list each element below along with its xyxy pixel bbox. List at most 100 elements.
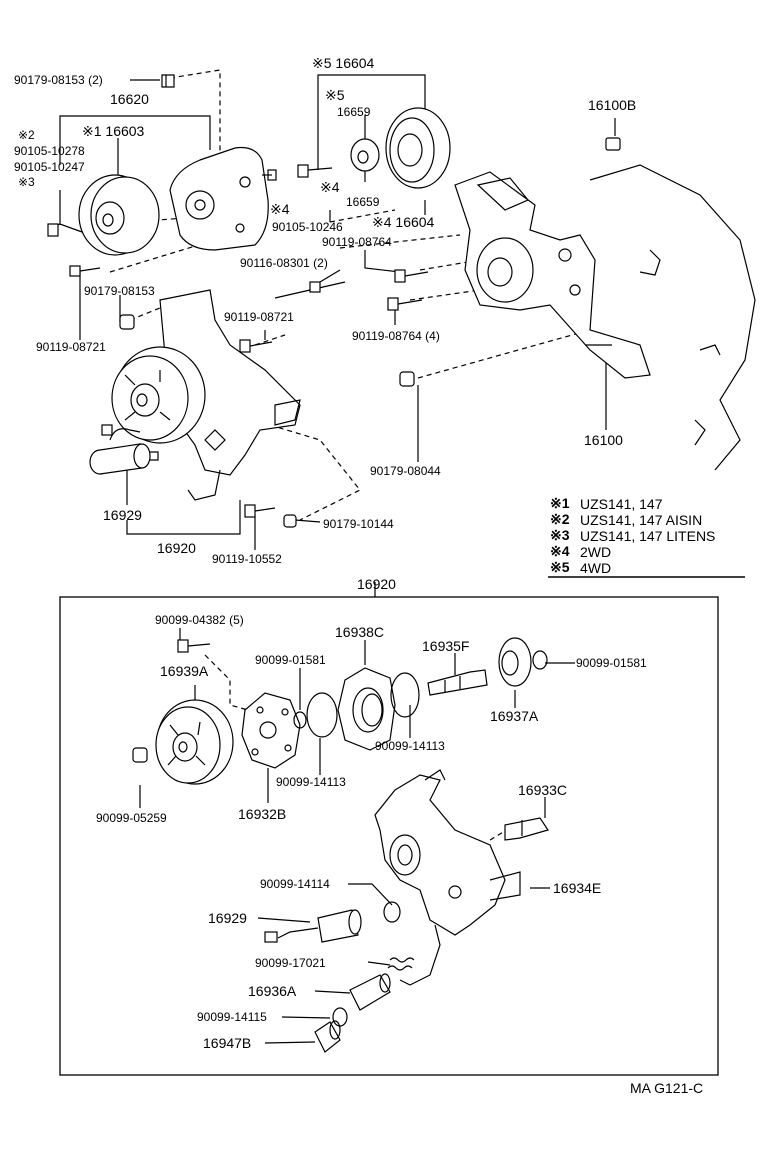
label-16604-bottom: ※4 16604 [372, 214, 435, 230]
legend-mark-1: ※1 [550, 495, 570, 511]
label-16929-upper: 16929 [103, 507, 142, 523]
label-90099-04382: 90099-04382 (5) [155, 613, 244, 627]
valve-16936A-icon [349, 973, 391, 1011]
box-title-16920: 16920 [357, 576, 396, 592]
nut-top-icon [161, 74, 175, 88]
shaft-16935F-icon [427, 669, 488, 696]
exploded-view-box [59, 596, 719, 1076]
box-leader-lines [139, 628, 575, 1044]
label-90179-08044: 90179-08044 [370, 464, 441, 478]
rotor-16932B-icon [241, 692, 301, 769]
legend-text-1: UZS141, 147 [580, 496, 663, 512]
label-16934E: 16934E [553, 880, 602, 896]
label-90179-08153: 90179-08153 [84, 284, 155, 298]
bolt-90119-08764-icon [387, 269, 429, 311]
idler-pulley-icon [78, 174, 160, 256]
label-16935F: 16935F [422, 638, 470, 654]
legend-text-4: 2WD [580, 544, 612, 560]
label-90179-08153-2: 90179-08153 (2) [14, 73, 103, 87]
bolt-90105-10246-icon [297, 164, 333, 178]
label-mark-3: ※3 [18, 175, 35, 189]
label-16929-lower: 16929 [208, 910, 247, 926]
label-16932B: 16932B [238, 806, 287, 822]
label-16604-top: ※5 16604 [312, 55, 375, 71]
solenoid-16929-upper-icon [89, 424, 159, 475]
o-ring-90099-14114-icon [383, 901, 401, 923]
label-16920-upper: 16920 [157, 540, 196, 556]
legend-text-3: UZS141, 147 LITENS [580, 528, 716, 544]
legend-mark-3: ※3 [550, 527, 570, 543]
washer-16659-icon [350, 138, 380, 172]
pump-assembly-upper-icon [111, 289, 301, 501]
bolt-90119-08721b-icon [239, 339, 273, 353]
label-90099-05259: 90099-05259 [96, 811, 167, 825]
bolt-90119-08721-icon [69, 265, 101, 277]
plug-16947B-icon [314, 1020, 341, 1053]
legend-text-2: UZS141, 147 AISIN [580, 512, 703, 528]
label-90099-17021: 90099-17021 [255, 956, 326, 970]
label-90119-08764: 90119-08764 [322, 235, 392, 249]
label-16100B: 16100B [588, 97, 637, 113]
label-90119-08721-left: 90119-08721 [36, 340, 106, 354]
label-90105-10278: 90105-10278 [14, 144, 85, 158]
label-16100: 16100 [584, 432, 623, 448]
label-90179-10144: 90179-10144 [323, 517, 394, 531]
label-90099-01581-left: 90099-01581 [255, 653, 326, 667]
label-16620: 16620 [110, 91, 149, 107]
o-ring-90099-01581-left-icon [293, 711, 307, 729]
bracket-16933C-icon [504, 817, 549, 841]
o-ring-90099-14113-right-icon [390, 672, 420, 718]
bolt-90119-10552-icon [244, 504, 276, 518]
label-90119-10552: 90119-10552 [212, 552, 282, 566]
label-90099-14115: 90099-14115 [197, 1010, 267, 1024]
label-16938C: 16938C [335, 624, 385, 640]
bolt-90105-icon [47, 223, 83, 237]
water-pump-housing-icon [454, 171, 651, 379]
label-90119-08721-right: 90119-08721 [224, 310, 294, 324]
pulley-16939A-icon [155, 699, 234, 785]
legend-mark-5: ※5 [550, 559, 570, 575]
label-90099-14113-left: 90099-14113 [276, 775, 346, 789]
nut-90099-05259-icon [132, 747, 148, 763]
label-90105-10246: 90105-10246 [272, 220, 343, 234]
pump-body-lower-icon [374, 769, 521, 986]
dowel-16100B-icon [605, 137, 621, 151]
label-mark-4b: ※4 [270, 201, 290, 217]
label-16936A: 16936A [248, 983, 297, 999]
housing-16938C-icon [337, 667, 396, 751]
pulley-16604-icon [385, 107, 451, 189]
label-mark-2: ※2 [18, 128, 35, 142]
label-mark-5: ※5 [325, 87, 345, 103]
label-90099-01581-right: 90099-01581 [576, 656, 647, 670]
label-16659-top: 16659 [337, 105, 371, 119]
bolt-90099-04382-icon [177, 639, 211, 653]
label-90116-08301: 90116-08301 (2) [240, 256, 328, 270]
o-ring-90099-14113-left-icon [306, 692, 338, 738]
label-16937A: 16937A [490, 708, 539, 724]
legend-mark-4: ※4 [550, 543, 570, 559]
label-90099-14114: 90099-14114 [260, 877, 330, 891]
nut-90179-08153-icon [119, 314, 135, 330]
label-16659-bottom: 16659 [346, 195, 380, 209]
label-mark-4a: ※4 [320, 179, 340, 195]
label-16939A: 16939A [160, 663, 209, 679]
o-ring-90099-14115-icon [332, 1007, 348, 1027]
legend-mark-2: ※2 [550, 511, 570, 527]
tensioner-bracket-icon [169, 146, 277, 251]
nut-90179-08044-icon [399, 371, 415, 387]
legend-text-5: 4WD [580, 560, 612, 576]
label-90099-14113-right: 90099-14113 [375, 739, 445, 753]
label-16603: ※1 16603 [82, 123, 145, 139]
upper-leader-lines [59, 74, 616, 550]
stud-90116-icon [274, 281, 346, 299]
footer-code: MA G121-C [630, 1080, 704, 1096]
gear-16937A-icon [498, 637, 532, 687]
label-90105-10247: 90105-10247 [14, 160, 85, 174]
label-16947B: 16947B [203, 1035, 252, 1051]
nut-90179-10144-icon [283, 514, 297, 528]
label-90119-08764-4: 90119-08764 (4) [352, 329, 440, 343]
solenoid-16929-lower-icon [264, 909, 362, 943]
label-16933C: 16933C [518, 782, 568, 798]
